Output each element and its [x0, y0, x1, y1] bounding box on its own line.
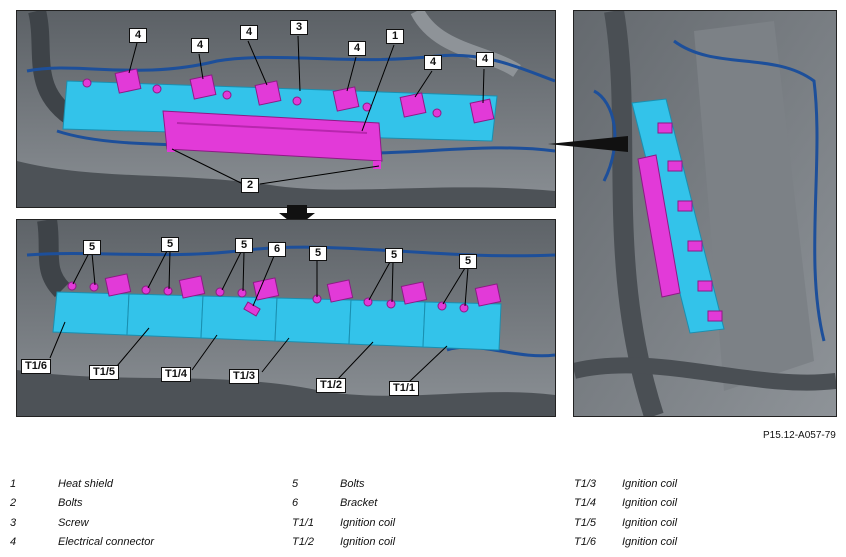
callout-4b: 4 — [191, 38, 209, 53]
callout-5f: 5 — [459, 254, 477, 269]
legend-label: Ignition coil — [622, 478, 678, 490]
top-engine-view — [16, 10, 556, 208]
callout-t1-1: T1/1 — [389, 381, 420, 396]
legend-key: T1/5 — [574, 517, 597, 529]
callout-t1-2: T1/2 — [316, 378, 347, 393]
callout-t1-6: T1/6 — [21, 359, 52, 374]
legend-key: 1 — [10, 478, 17, 490]
callout-6: 6 — [268, 242, 286, 257]
legend-key: T1/6 — [574, 536, 597, 548]
callout-t1-3: T1/3 — [229, 369, 260, 384]
bottom-engine-view — [16, 219, 556, 417]
legend-key: 3 — [10, 517, 17, 529]
callout-2: 2 — [241, 178, 259, 193]
legend-key: T1/3 — [574, 478, 597, 490]
legend-label: Ignition coil — [340, 536, 396, 548]
pointer-wedge — [548, 136, 628, 152]
callout-4a: 4 — [129, 28, 147, 43]
bottom-engine-illustration — [17, 220, 555, 416]
legend-label: Electrical connector — [58, 536, 154, 548]
callout-5b: 5 — [161, 237, 179, 252]
callout-3: 3 — [290, 20, 308, 35]
legend-key: 6 — [292, 497, 299, 509]
figure-reference-code: P15.12-A057-79 — [763, 430, 836, 441]
top-engine-illustration — [17, 11, 555, 207]
callout-1: 1 — [386, 29, 404, 44]
legend-label: Ignition coil — [340, 517, 396, 529]
legend-key: 2 — [10, 497, 17, 509]
arrow-down-icon — [279, 205, 315, 227]
callout-4f: 4 — [476, 52, 494, 67]
legend-label: Screw — [58, 517, 89, 529]
legend-label: Bolts — [340, 478, 365, 490]
legend-key: 4 — [10, 536, 17, 548]
legend-key: 5 — [292, 478, 299, 490]
legend-key: T1/1 — [292, 517, 315, 529]
callout-5c: 5 — [235, 238, 253, 253]
callout-5d: 5 — [309, 246, 327, 261]
legend-label: Bolts — [58, 497, 83, 509]
legend-label: Ignition coil — [622, 497, 678, 509]
callout-4e: 4 — [424, 55, 442, 70]
legend-label: Heat shield — [58, 478, 114, 490]
overview-engine-illustration — [574, 11, 836, 416]
overview-engine-view — [573, 10, 837, 417]
callout-5a: 5 — [83, 240, 101, 255]
callout-t1-5: T1/5 — [89, 365, 120, 380]
callout-4c: 4 — [240, 25, 258, 40]
callout-5e: 5 — [385, 248, 403, 263]
legend-key: T1/2 — [292, 536, 315, 548]
legend-label: Ignition coil — [622, 517, 678, 529]
legend-label: Bracket — [340, 497, 378, 509]
callout-t1-4: T1/4 — [161, 367, 192, 382]
callout-4d: 4 — [348, 41, 366, 56]
legend-label: Ignition coil — [622, 536, 678, 548]
legend-key: T1/4 — [574, 497, 597, 509]
